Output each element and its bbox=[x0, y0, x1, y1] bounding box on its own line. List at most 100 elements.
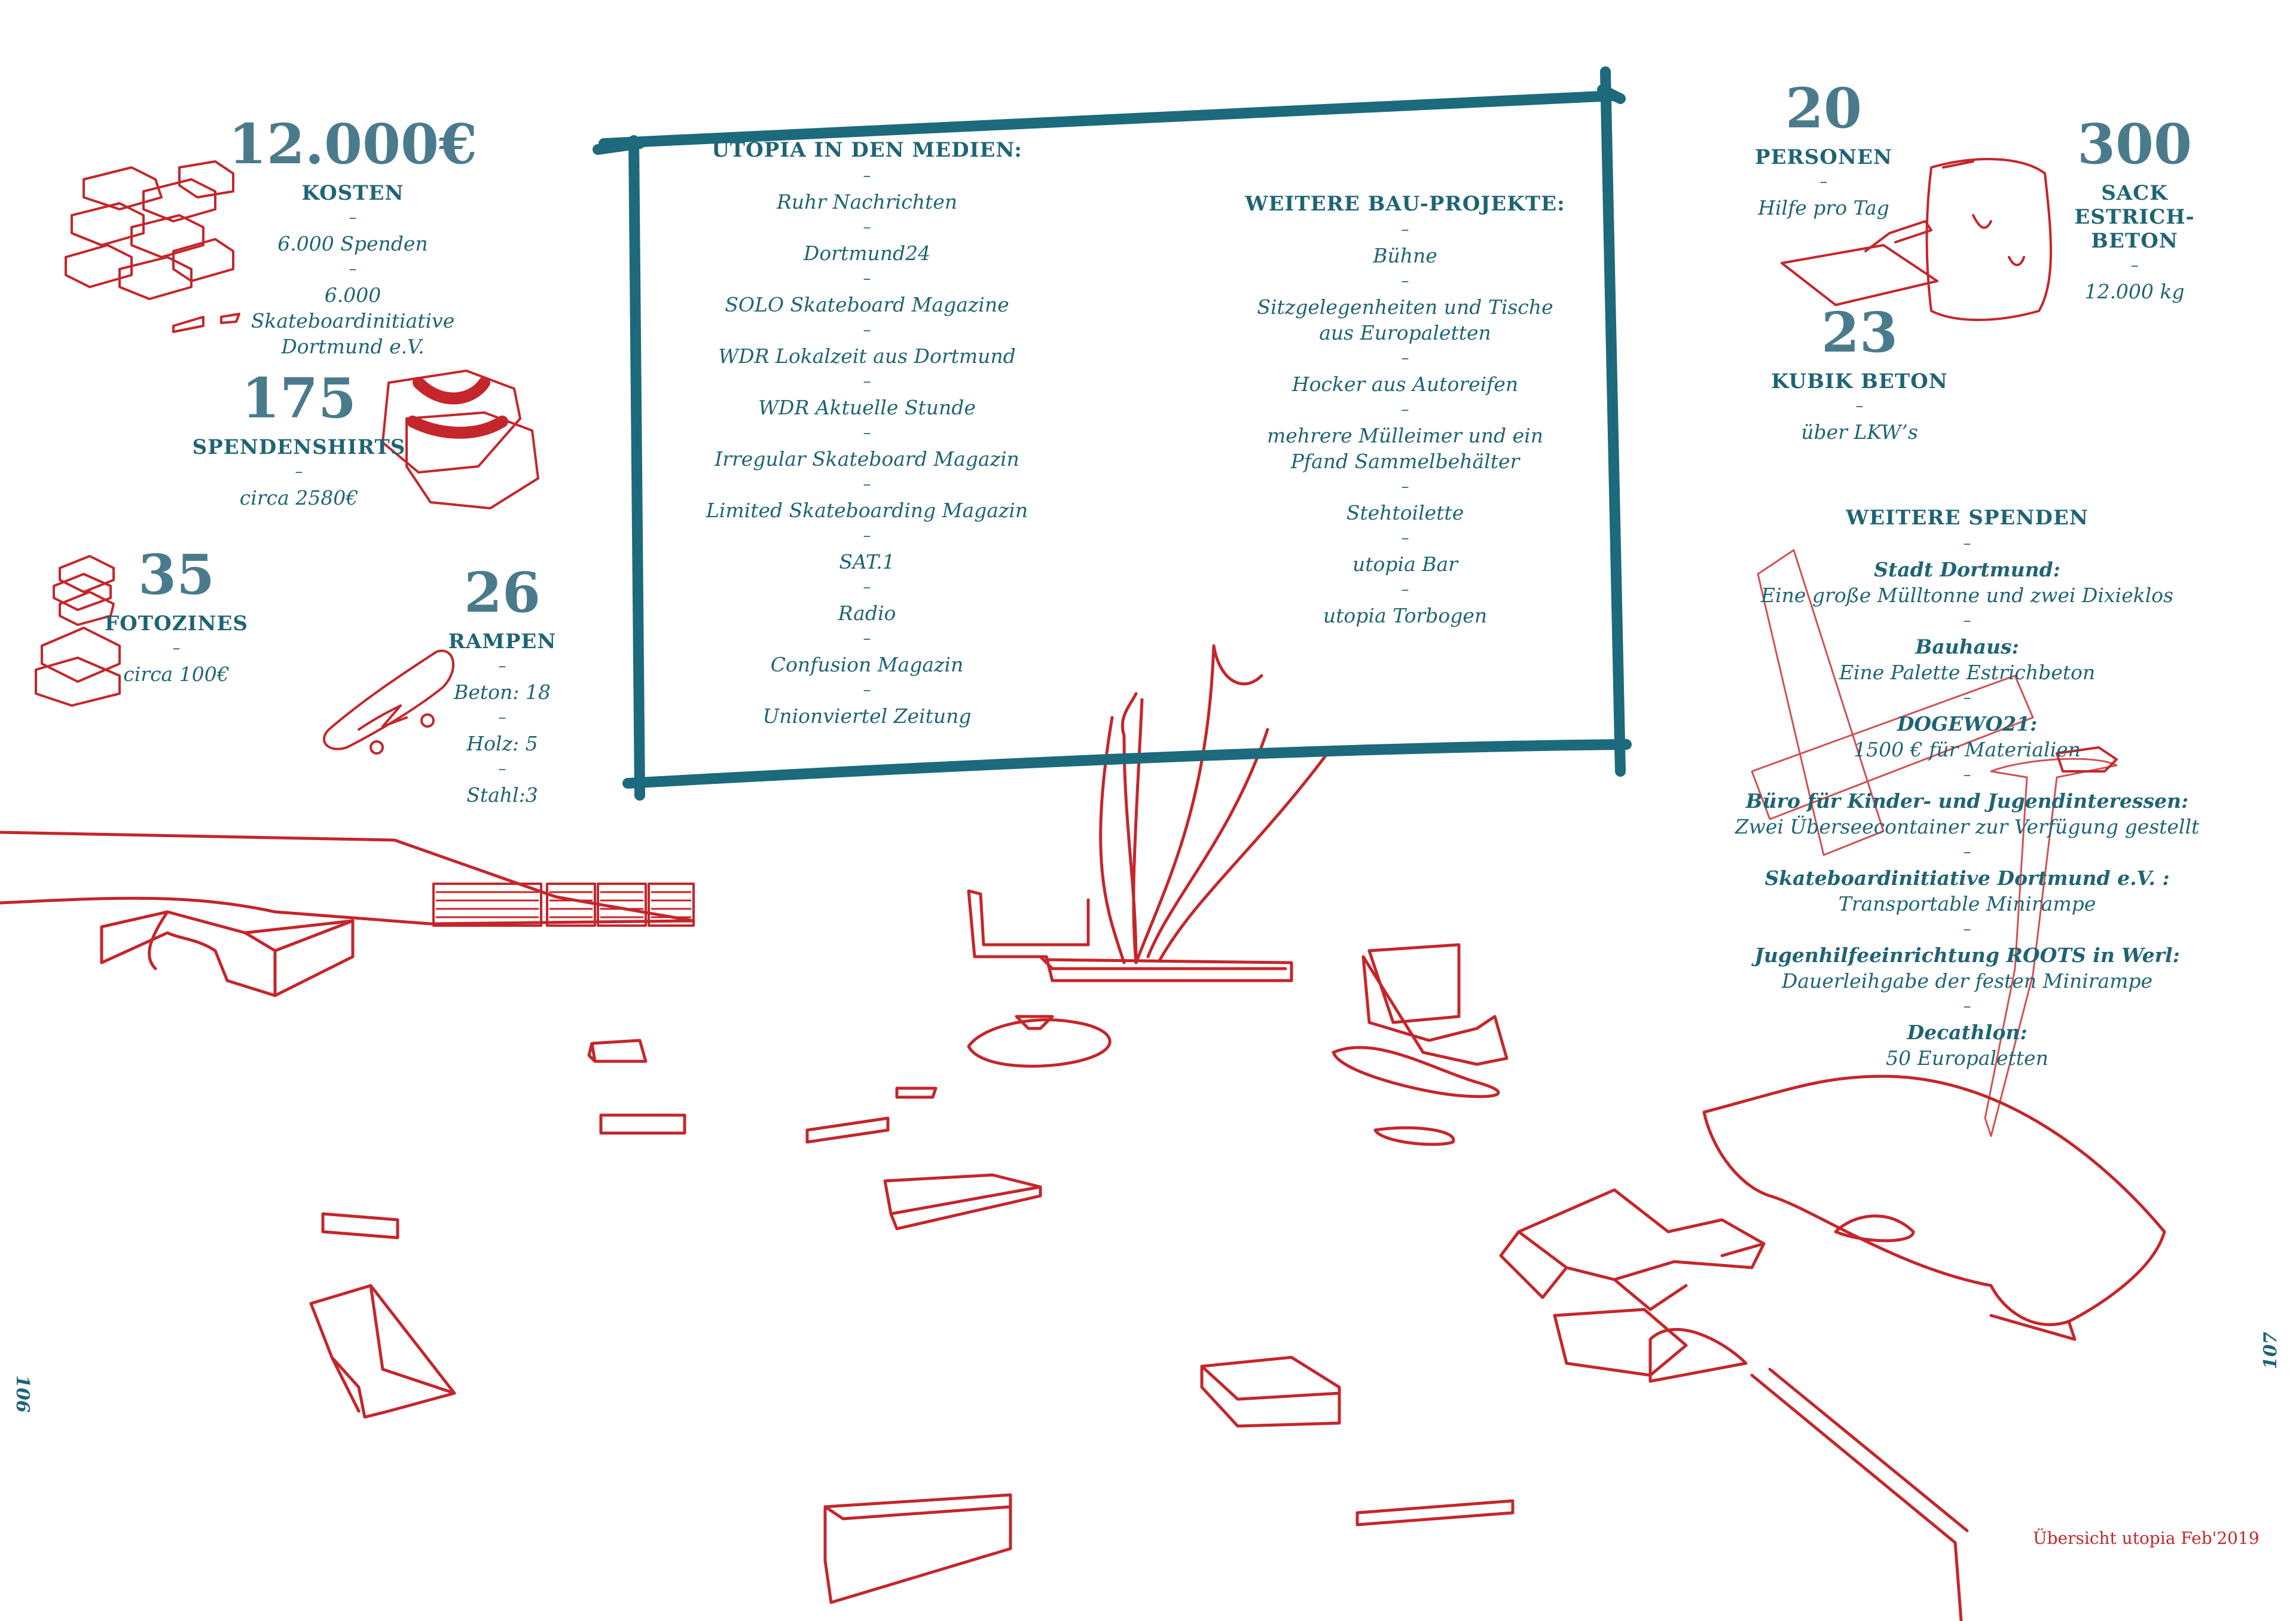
spenden-who: Skateboardinitiative Dortmund e.V. : bbox=[1764, 866, 2170, 890]
zines-label: FOTOZINES bbox=[105, 612, 248, 636]
bau-item: Bühne bbox=[1373, 244, 1437, 267]
spenden-who: Decathlon: bbox=[1907, 1021, 2028, 1044]
medien-dash-5: – bbox=[863, 424, 871, 442]
small-block-2 bbox=[599, 1113, 686, 1135]
zines-number: 35 bbox=[138, 542, 215, 607]
bowl-ramp bbox=[1702, 1074, 2166, 1326]
spenden-what: Eine große Mülltonne und zwei Dixieklos bbox=[1761, 584, 2173, 607]
medien-dash-3: – bbox=[863, 321, 871, 339]
personen-number: 20 bbox=[1785, 76, 1863, 141]
bau-item: utopia Torbogen bbox=[1323, 604, 1488, 627]
rampen-dash-1: – bbox=[498, 657, 506, 675]
medien-item: Confusion Magazin bbox=[770, 653, 964, 676]
kubik-block: 23 KUBIK BETON – über LKW’s bbox=[1770, 305, 1949, 445]
stage-platform bbox=[967, 889, 1293, 982]
spenden-what: Eine Palette Estrichbeton bbox=[1839, 661, 2096, 684]
spenden-dash-1: – bbox=[1963, 612, 1971, 630]
medien-item: Ruhr Nachrichten bbox=[776, 190, 957, 213]
spenden-who: Bauhaus: bbox=[1915, 635, 2019, 658]
rampen-number: 26 bbox=[463, 560, 541, 625]
spenden-what: Zwei Überseecontainer zur Verfügung gest… bbox=[1735, 815, 2200, 838]
spenden-who: Jugenhilfeeinrichtung ROOTS in Werl: bbox=[1754, 944, 2180, 967]
kosten-dash-1: – bbox=[349, 209, 357, 227]
shirts-label: SPENDENSHIRTS bbox=[192, 435, 406, 459]
personen-dash: – bbox=[1819, 173, 1828, 191]
rampen-label: RAMPEN bbox=[448, 630, 557, 654]
plant-drawing bbox=[1099, 644, 1329, 964]
box-low bbox=[823, 1493, 1012, 1604]
small-block-5 bbox=[321, 1212, 399, 1240]
bau-dash-6: – bbox=[1401, 581, 1409, 599]
medien-item: Limited Skateboarding Magazin bbox=[706, 499, 1028, 522]
zines-dash: – bbox=[172, 639, 181, 657]
stacked-ramps bbox=[1499, 1188, 1766, 1383]
table-structure bbox=[1361, 943, 1509, 1066]
medien-dash-10: – bbox=[863, 681, 871, 699]
money-stack-icon bbox=[65, 160, 240, 333]
bau-item: utopia Bar bbox=[1352, 552, 1458, 576]
medien-dash-7: – bbox=[863, 527, 871, 545]
rampen-block: 26 RAMPEN – Beton: 18 – Holz: 5 – Stahl:… bbox=[442, 565, 562, 808]
curvy-ramp bbox=[1332, 1046, 1500, 1146]
medien-dash-8: – bbox=[863, 578, 871, 596]
medien-title: UTOPIA IN DEN MEDIEN: bbox=[712, 138, 1022, 162]
grate-blocks bbox=[432, 883, 695, 927]
trowel-icon bbox=[1781, 220, 1938, 306]
medien-dash-9: – bbox=[863, 630, 871, 648]
spenden-who: Stadt Dortmund: bbox=[1874, 558, 2060, 581]
spenden-what: 1500 € für Materialien bbox=[1854, 738, 2081, 761]
medien-item: WDR Aktuelle Stunde bbox=[758, 396, 976, 419]
sack-label: SACK ESTRICH-BETON bbox=[2074, 181, 2195, 253]
shirts-line: circa 2580€ bbox=[239, 486, 359, 509]
kosten-line-1: 6.000 Spenden bbox=[277, 232, 428, 255]
hatchet-icon bbox=[2056, 746, 2118, 773]
zines-icon bbox=[35, 555, 121, 707]
spenden-dash-4: – bbox=[1963, 843, 1971, 861]
bau-dash-0: – bbox=[1401, 221, 1409, 239]
kubik-number: 23 bbox=[1821, 300, 1898, 365]
rampen-line-3: Stahl:3 bbox=[466, 783, 538, 807]
personen-block: 20 PERSONEN – Hilfe pro Tag bbox=[1752, 81, 1895, 221]
page-number-left: 106 bbox=[12, 1375, 33, 1413]
kosten-line-2: 6.000 Skateboardinitiative Dortmund e.V. bbox=[251, 283, 455, 358]
kubik-dash: – bbox=[1855, 397, 1864, 415]
spenden-dash-3: – bbox=[1963, 766, 1971, 784]
rail-bottom bbox=[1355, 1499, 1515, 1527]
bau-title: WEITERE BAU-PROJEKTE: bbox=[1245, 192, 1565, 216]
bau-dash-4: – bbox=[1401, 478, 1409, 496]
page-number-right: 107 bbox=[2260, 1332, 2281, 1369]
spenden-title: WEITERE SPENDEN bbox=[1846, 506, 2089, 530]
caption: Übersicht utopia Feb'2019 bbox=[2033, 1528, 2260, 1548]
spenden-dash-6: – bbox=[1963, 997, 1971, 1015]
sack-number: 300 bbox=[2077, 112, 2193, 176]
spenden-who: DOGEWO21: bbox=[1897, 712, 2038, 735]
shirts-block: 175 SPENDENSHIRTS – circa 2580€ bbox=[193, 366, 405, 511]
bau-item: Sitzgelegenheiten und Tische aus Europal… bbox=[1257, 295, 1553, 344]
hill-disc bbox=[967, 1015, 1112, 1068]
kosten-label: KOSTEN bbox=[301, 181, 404, 205]
bau-dash-2: – bbox=[1401, 349, 1409, 367]
wood-planks bbox=[1751, 549, 2118, 1137]
rampen-line-1: Beton: 18 bbox=[454, 680, 551, 704]
medien-item: SAT.1 bbox=[839, 550, 895, 573]
bau-item: mehrere Mülleimer und ein Pfand Sammelbe… bbox=[1267, 424, 1543, 473]
bau-dash-1: – bbox=[1401, 272, 1409, 290]
medien-dash-1: – bbox=[863, 218, 871, 236]
spenden-dash-5: – bbox=[1963, 920, 1971, 938]
medien-list: UTOPIA IN DEN MEDIEN: – Ruhr Nachrichten… bbox=[688, 138, 1046, 729]
kubik-line: über LKW’s bbox=[1801, 420, 1918, 444]
small-block-3 bbox=[805, 1116, 890, 1144]
bau-item: Hocker aus Autoreifen bbox=[1292, 373, 1519, 396]
medien-dash-4: – bbox=[863, 373, 871, 390]
kosten-block: 12.000€ KOSTEN – 6.000 Spenden – 6.000 S… bbox=[227, 117, 478, 359]
zines-line: circa 100€ bbox=[123, 663, 230, 686]
medien-item: Unionviertel Zeitung bbox=[762, 704, 972, 728]
medien-item: Radio bbox=[838, 602, 896, 625]
personen-label: PERSONEN bbox=[1755, 145, 1892, 169]
sack-dash: – bbox=[2130, 257, 2139, 274]
shirts-dash: – bbox=[295, 463, 303, 481]
spenden-dash-2: – bbox=[1963, 689, 1971, 707]
shirts-number: 175 bbox=[241, 366, 357, 431]
